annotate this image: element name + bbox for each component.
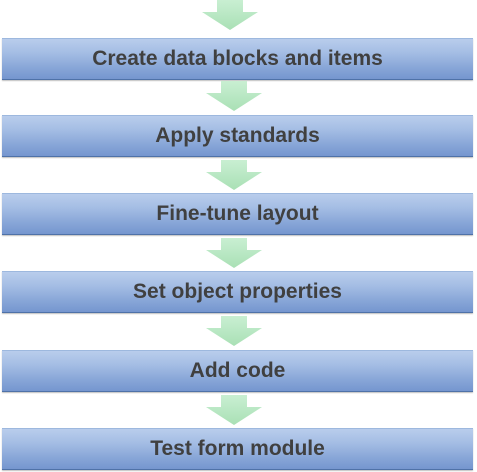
step-apply-standards: Apply standards (2, 115, 473, 157)
down-arrow-shape (206, 316, 262, 346)
step-add-code: Add code (2, 350, 473, 392)
step-label: Test form module (150, 437, 325, 460)
down-arrow-shape (206, 238, 262, 268)
step-fine-tune-layout: Fine-tune layout (2, 193, 473, 235)
step-label: Set object properties (133, 280, 342, 303)
step-label: Apply standards (155, 124, 320, 147)
down-arrow-shape (202, 0, 258, 30)
down-arrow-icon (204, 238, 264, 268)
step-test-form-module: Test form module (2, 428, 473, 470)
down-arrow-icon (204, 395, 264, 425)
step-set-object-properties: Set object properties (2, 271, 473, 313)
down-arrow-icon (204, 81, 264, 111)
down-arrow-icon (204, 316, 264, 346)
step-label: Add code (189, 359, 286, 382)
step-label: Fine-tune layout (156, 202, 319, 225)
down-arrow-icon (204, 160, 264, 190)
step-label: Create data blocks and items (92, 47, 383, 70)
down-arrow-shape (206, 395, 262, 425)
down-arrow-icon (200, 0, 260, 30)
down-arrow-shape (206, 160, 262, 190)
down-arrow-shape (206, 81, 262, 111)
step-create-data-blocks: Create data blocks and items (2, 38, 473, 80)
